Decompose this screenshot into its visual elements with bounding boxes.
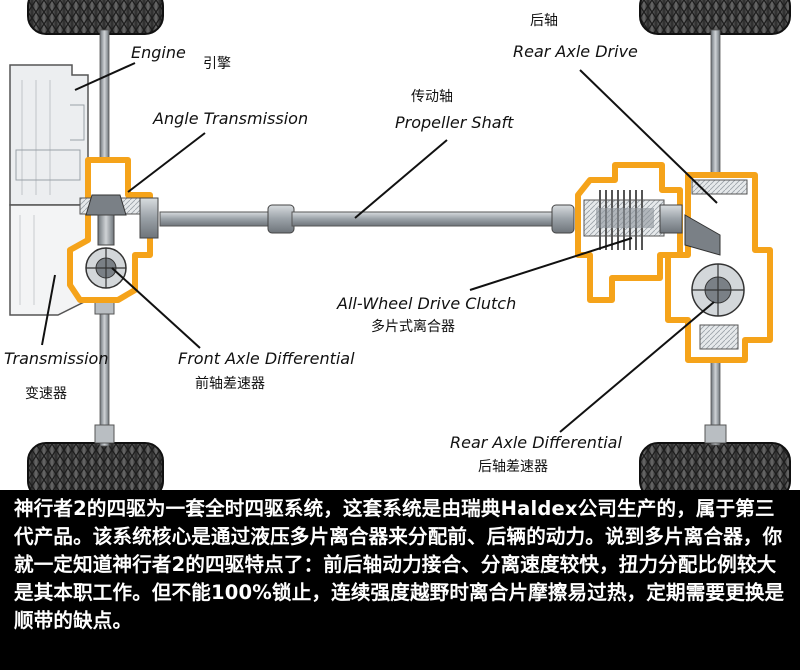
label-awd-clutch-zh: 多片式离合器 <box>371 319 455 335</box>
rear-left-tire <box>639 0 791 35</box>
rear-axle-drive-leader <box>579 69 718 204</box>
rear-axle-drive-highlight <box>665 172 773 363</box>
label-angle-transmission-en: Angle Transmission <box>153 109 309 128</box>
label-propeller-shaft-zh: 传动轴 <box>411 89 453 105</box>
rear-right-tire <box>639 442 791 500</box>
label-transmission-zh: 变速器 <box>25 386 67 402</box>
label-rear-axle-diff-zh: 后轴差速器 <box>478 459 548 475</box>
rear-axle-diff-leader <box>559 301 715 433</box>
label-engine-zh: 引擎 <box>203 56 231 72</box>
transmission-leader <box>41 274 56 346</box>
label-rear-axle-zh: 后轴 <box>530 13 558 29</box>
engine-block <box>9 64 89 206</box>
front-half-shafts <box>94 29 115 447</box>
label-rear-axle-diff-en: Rear Axle Differential <box>450 433 622 452</box>
awd-system-diagram: Engine 引擎 后轴 Rear Axle Drive Angle Trans… <box>4 0 791 500</box>
leader-lines <box>41 62 718 433</box>
awd-clutch-highlight <box>575 162 683 303</box>
caption-text: 神行者2的四驱为一套全时四驱系统，这套系统是由瑞典Haldex公司生产的，属于第… <box>0 490 800 670</box>
propeller-shaft-leader <box>354 139 448 219</box>
propeller-shaft <box>159 204 575 234</box>
angle-transmission-highlight <box>67 157 159 303</box>
label-propeller-shaft-en: Propeller Shaft <box>395 113 514 132</box>
label-engine-en: Engine <box>131 43 186 62</box>
engine-leader <box>74 62 136 91</box>
label-transmission-en: Transmission <box>4 349 109 368</box>
front-right-tire <box>27 442 164 500</box>
label-front-axle-diff-zh: 前轴差速器 <box>195 376 265 392</box>
label-rear-axle-drive-en: Rear Axle Drive <box>513 42 638 61</box>
awd-clutch-leader <box>469 237 633 291</box>
front-axle-diff-leader <box>111 267 201 349</box>
drivetrain-illustration <box>9 0 791 500</box>
label-awd-clutch-en: All-Wheel Drive Clutch <box>337 294 517 313</box>
rear-half-shafts <box>704 29 727 446</box>
label-front-axle-diff-en: Front Axle Differential <box>178 349 355 368</box>
front-left-tire <box>27 0 164 35</box>
angle-transmission-leader <box>127 132 206 193</box>
